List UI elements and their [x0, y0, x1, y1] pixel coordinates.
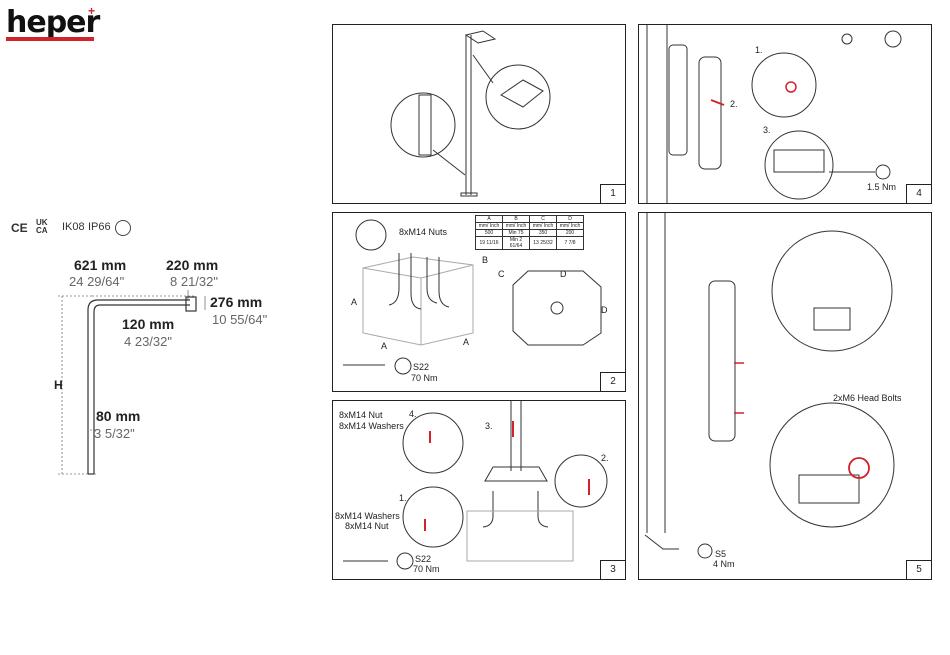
step-3-label: 3. [485, 421, 493, 431]
width-in: 24 29/64" [69, 274, 125, 289]
washers-2-label: 8xM14 Washers [335, 511, 400, 521]
ground-icon [115, 220, 131, 236]
step-2-label: 2. [601, 453, 609, 463]
connection-illustration [644, 213, 895, 559]
step-number: 3 [600, 560, 625, 579]
brand-logo-underline [6, 37, 94, 41]
pole-illustration [390, 30, 551, 197]
height2-mm: 276 mm [210, 294, 263, 310]
step-number: 2 [600, 372, 625, 391]
step-2-label: 2. [730, 99, 738, 109]
ukca-mark: UK CA [36, 218, 48, 235]
nut-label: 8xM14 Nut [339, 410, 383, 420]
torque-label: 4 Nm [713, 559, 735, 569]
head-in: 8 21/32" [170, 274, 218, 289]
step-3-label: 3. [763, 125, 771, 135]
ce-mark: CE [11, 221, 28, 235]
socket-label: S22 [415, 554, 432, 564]
ip-rating: IP66 [88, 221, 111, 233]
width-mm: 621 mm [74, 257, 127, 273]
nut-2-label: 8xM14 Nut [345, 521, 389, 531]
assembly-illustration [343, 401, 608, 570]
dim-d-top: D [560, 269, 567, 279]
dim-c: C [498, 269, 505, 279]
brand-plus-icon: + [88, 4, 96, 18]
dim-b: B [482, 255, 489, 265]
torque-label: 70 Nm [411, 373, 438, 383]
step-number: 1 [600, 184, 625, 203]
dim-d-right: D [601, 305, 608, 315]
step-4-label: 4. [409, 409, 417, 419]
step-panel-3: 8xM14 Nut 8xM14 Washers 4. 3. 2. 1. 8xM1… [332, 400, 626, 580]
step-1-label: 1. [399, 493, 407, 503]
step-panel-1: 1 [332, 24, 626, 204]
base-mm: 80 mm [96, 408, 141, 424]
step-panel-5: 2xM6 Head Bolts S5 4 Nm 5 [638, 212, 932, 580]
nuts-label: 8xM14 Nuts [399, 227, 448, 237]
brand-logo: heper [6, 5, 100, 40]
dim-a-bottom: A [381, 341, 388, 351]
bolts-label: 2xM6 Head Bolts [833, 393, 902, 403]
height-label: H [54, 378, 63, 392]
dim-a-right: A [463, 337, 470, 347]
ik-rating: IK08 [62, 221, 85, 233]
socket-label: S5 [715, 549, 727, 559]
arm-mm: 120 mm [122, 316, 175, 332]
torque-label: 70 Nm [413, 564, 440, 574]
dim-a-left: A [351, 297, 358, 307]
base-in: 3 5/32" [94, 426, 135, 441]
product-dimension-drawing [58, 290, 206, 475]
step-number: 4 [906, 184, 931, 203]
torque-label: 1.5 Nm [867, 182, 897, 192]
head-mm: 220 mm [166, 257, 219, 273]
wiring-illustration [646, 25, 902, 203]
arm-in: 4 23/32" [124, 334, 172, 349]
height2-in: 10 55/64" [212, 312, 268, 327]
socket-label: S22 [413, 362, 430, 372]
foundation-illustration [343, 219, 602, 375]
washers-label: 8xM14 Washers [339, 421, 404, 431]
step-1-label: 1. [755, 45, 763, 55]
step-panel-4: 1. 2. 3. 1.5 Nm 4 [638, 24, 932, 204]
step-number: 5 [906, 560, 931, 579]
